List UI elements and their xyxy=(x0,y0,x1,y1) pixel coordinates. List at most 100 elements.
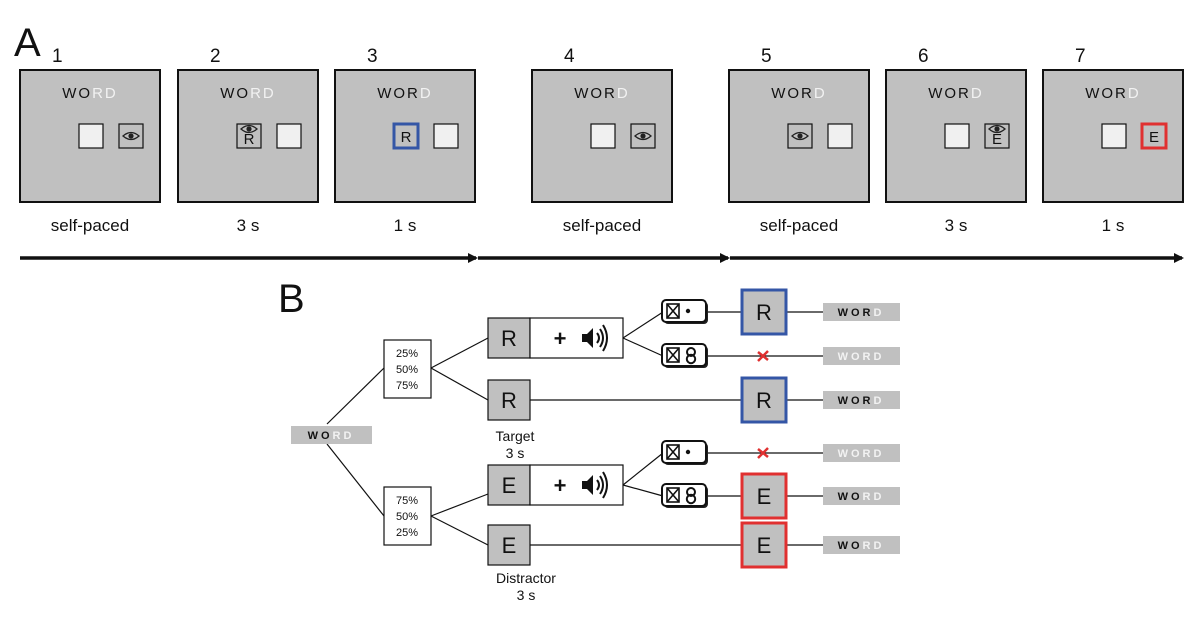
feedback-correct-target xyxy=(740,376,788,424)
timing-label: 1 s xyxy=(1102,216,1125,235)
word-display: WORD xyxy=(377,85,433,102)
screen-number: 6 xyxy=(918,46,929,67)
stimulus-box xyxy=(944,123,970,149)
stimulus-box xyxy=(433,123,459,149)
response-keys xyxy=(661,299,708,508)
stimulus-letter: R xyxy=(244,131,255,148)
one-key-icon xyxy=(661,299,708,324)
svg-text:E: E xyxy=(502,533,517,558)
root-word: WORD xyxy=(291,426,372,444)
svg-text:Distractor: Distractor xyxy=(496,570,556,586)
outcome-words: WORD WORD WORD WORD WORD WORD xyxy=(823,303,900,554)
target-probabilities: 25% 50% 75% xyxy=(383,339,432,399)
svg-text:E: E xyxy=(757,533,772,558)
word-display: WORD xyxy=(771,85,827,102)
stimulus-box xyxy=(276,123,302,149)
stimulus-letter: R xyxy=(401,129,412,146)
timing-label: 3 s xyxy=(237,216,260,235)
stimulus-box xyxy=(984,123,1010,149)
stimulus-box xyxy=(1101,123,1127,149)
distractor-with-sound: E + xyxy=(487,464,624,506)
word-display: WORD xyxy=(928,85,984,102)
screen-number: 2 xyxy=(210,46,221,67)
svg-text:75%: 75% xyxy=(396,380,418,392)
feedback-boxes: R R E E xyxy=(740,288,788,569)
svg-text:50%: 50% xyxy=(396,511,418,523)
screen-number: 5 xyxy=(761,46,772,67)
svg-text:WORD: WORD xyxy=(838,351,885,363)
timing-label: 3 s xyxy=(945,216,968,235)
svg-text:R: R xyxy=(756,388,772,413)
svg-text:R: R xyxy=(501,326,517,351)
screen-number: 7 xyxy=(1075,46,1086,67)
outcome-word: WORD xyxy=(823,444,900,462)
stimulus-box xyxy=(392,122,420,150)
feedback-error-distractor xyxy=(740,521,788,569)
svg-text:WORD: WORD xyxy=(838,540,885,552)
stimulus-box xyxy=(236,123,262,149)
word-display: WORD xyxy=(220,85,276,102)
outcome-word: WORD xyxy=(823,347,900,365)
svg-text:25%: 25% xyxy=(396,527,418,539)
panel-a-label: A xyxy=(14,21,41,65)
screen-number: 3 xyxy=(367,46,378,67)
tree-connectors xyxy=(326,311,823,546)
stimulus-box xyxy=(827,123,853,149)
svg-text:WORD: WORD xyxy=(308,430,355,442)
outcome-word: WORD xyxy=(823,536,900,554)
target-alone: R Target 3 s xyxy=(487,379,535,461)
svg-text:WORD: WORD xyxy=(838,307,885,319)
svg-text:75%: 75% xyxy=(396,495,418,507)
word-display: WORD xyxy=(574,85,630,102)
svg-text:E: E xyxy=(502,473,517,498)
one-key-icon xyxy=(661,440,708,465)
svg-text:WORD: WORD xyxy=(838,491,885,503)
stimulus-box xyxy=(78,123,104,149)
feedback-error-distractor-sound xyxy=(740,472,788,520)
word-display: WORD xyxy=(62,85,118,102)
cross-icon xyxy=(757,350,769,362)
svg-text:WORD: WORD xyxy=(838,395,885,407)
svg-text:Target: Target xyxy=(496,428,535,444)
svg-text:R: R xyxy=(501,388,517,413)
svg-text:3 s: 3 s xyxy=(506,445,525,461)
stimulus-box xyxy=(1140,122,1168,150)
svg-text:+: + xyxy=(554,326,567,351)
svg-text:3 s: 3 s xyxy=(517,587,536,603)
timing-label: 1 s xyxy=(394,216,417,235)
word-display: WORD xyxy=(1085,85,1141,102)
svg-text:25%: 25% xyxy=(396,348,418,360)
no-feedback-marks xyxy=(757,350,769,459)
distractor-probabilities: 75% 50% 25% xyxy=(383,486,432,546)
feedback-correct-target-sound xyxy=(740,288,788,336)
timing-label: self-paced xyxy=(760,216,838,235)
outcome-word: WORD xyxy=(823,487,900,505)
svg-text:50%: 50% xyxy=(396,364,418,376)
stimulus-box xyxy=(590,123,616,149)
svg-text:WORD: WORD xyxy=(838,448,885,460)
cross-icon xyxy=(757,447,769,459)
svg-text:E: E xyxy=(757,484,772,509)
outcome-word: WORD xyxy=(823,303,900,321)
stimulus-letter: E xyxy=(1149,129,1159,146)
svg-text:+: + xyxy=(554,473,567,498)
timing-label: self-paced xyxy=(51,216,129,235)
panel-b-label: B xyxy=(278,277,305,321)
two-key-icon xyxy=(661,483,708,508)
screen-number: 1 xyxy=(52,46,63,67)
target-with-sound: R + xyxy=(487,317,624,359)
distractor-alone: E Distractor 3 s xyxy=(487,524,556,603)
outcome-word: WORD xyxy=(823,391,900,409)
two-key-icon xyxy=(661,343,708,368)
timing-label: self-paced xyxy=(563,216,641,235)
svg-text:R: R xyxy=(756,300,772,325)
stimulus-letter: E xyxy=(992,131,1002,148)
